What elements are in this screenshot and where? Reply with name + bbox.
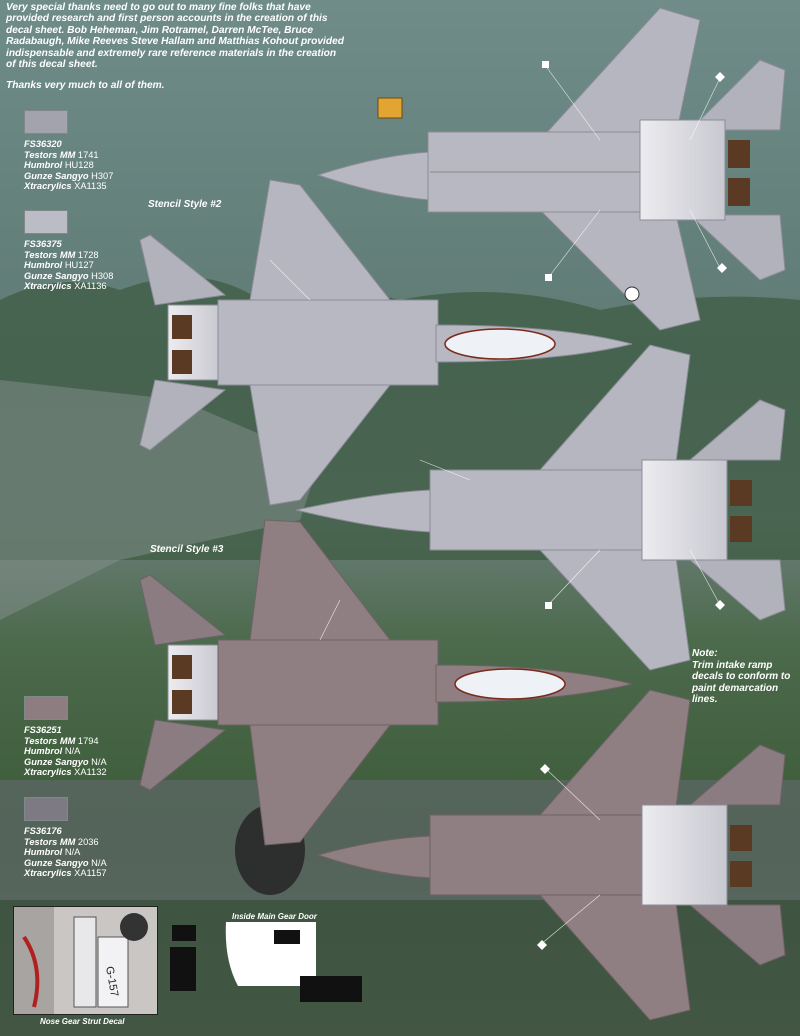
brand-label: Xtracrylics <box>24 181 72 192</box>
fs-code: FS36251 <box>24 725 62 735</box>
brand-label: Gunze Sangyo <box>24 270 89 281</box>
paint-number: H307 <box>91 170 114 181</box>
fs-code: FS36375 <box>24 239 62 249</box>
paint-number: N/A <box>91 756 107 767</box>
brand-label: Xtracrylics <box>24 767 72 778</box>
brand-label: Testors MM <box>24 735 76 746</box>
brand-label: Humbrol <box>24 260 63 271</box>
thanks-closing: Thanks very much to all of them. <box>6 80 165 92</box>
brand-label: Testors MM <box>24 836 76 847</box>
paint-number: N/A <box>64 746 81 757</box>
paint-number: N/A <box>91 857 107 868</box>
paint-swatch-fs36176 <box>24 797 68 821</box>
fs-code: FS36320 <box>24 139 62 149</box>
brand-label: Gunze Sangyo <box>24 170 89 181</box>
nose-gear-photo: G-157 <box>13 906 158 1015</box>
paint-number: N/A <box>64 847 81 858</box>
paint-spec-fs36375: FS36375 Testors MM 1728 Humbrol HU127 Gu… <box>24 239 113 292</box>
paint-number: XA1132 <box>74 767 107 778</box>
brand-label: Humbrol <box>24 847 63 858</box>
paint-spec-fs36251: FS36251 Testors MM 1794 Humbrol N/A Gunz… <box>24 725 107 778</box>
brand-label: Xtracrylics <box>24 281 72 292</box>
brand-label: Testors MM <box>24 149 76 160</box>
paint-number: XA1157 <box>74 868 107 879</box>
paint-number: 1741 <box>77 149 99 160</box>
fs-code: FS36176 <box>24 826 62 836</box>
stencil-decal-block <box>172 925 196 941</box>
brand-label: Humbrol <box>24 746 63 757</box>
paint-number: 2036 <box>77 836 99 847</box>
paint-spec-fs36176: FS36176 Testors MM 2036 Humbrol N/A Gunz… <box>24 826 107 879</box>
stencil-decal-block <box>274 930 300 944</box>
acknowledgement-text: Very special thanks need to go out to ma… <box>6 2 346 102</box>
stencil-style-2-label: Stencil Style #2 <box>148 199 222 210</box>
paint-number: XA1136 <box>74 281 107 292</box>
brand-label: Testors MM <box>24 249 76 260</box>
nose-gear-strut-caption: Nose Gear Strut Decal <box>40 1017 125 1026</box>
stencil-decal-block <box>300 976 362 1002</box>
note-body: Trim intake ramp decals to conform to pa… <box>692 659 791 706</box>
paint-number: 1794 <box>77 735 99 746</box>
paint-swatch-fs36320 <box>24 110 68 134</box>
paint-number: HU128 <box>64 160 94 171</box>
brand-label: Humbrol <box>24 160 63 171</box>
note-text: Note: Trim intake ramp decals to conform… <box>692 648 800 706</box>
brand-label: Gunze Sangyo <box>24 756 89 767</box>
paint-spec-fs36320: FS36320 Testors MM 1741 Humbrol HU128 Gu… <box>24 139 113 192</box>
paint-number: HU127 <box>64 260 94 271</box>
paint-swatch-fs36251 <box>24 696 68 720</box>
svg-text:G-157: G-157 <box>103 965 120 997</box>
thanks-paragraph: Very special thanks need to go out to ma… <box>6 2 344 71</box>
paint-number: 1728 <box>77 249 99 260</box>
paint-number: H308 <box>91 270 114 281</box>
paint-number: XA1135 <box>74 181 107 192</box>
stencil-style-3-label: Stencil Style #3 <box>150 544 224 555</box>
main-gear-door-caption: Inside Main Gear Door <box>232 912 317 921</box>
brand-label: Gunze Sangyo <box>24 857 89 868</box>
stencil-decal-block <box>170 947 196 991</box>
paint-swatch-fs36375 <box>24 210 68 234</box>
note-heading: Note: <box>692 648 718 659</box>
brand-label: Xtracrylics <box>24 868 72 879</box>
